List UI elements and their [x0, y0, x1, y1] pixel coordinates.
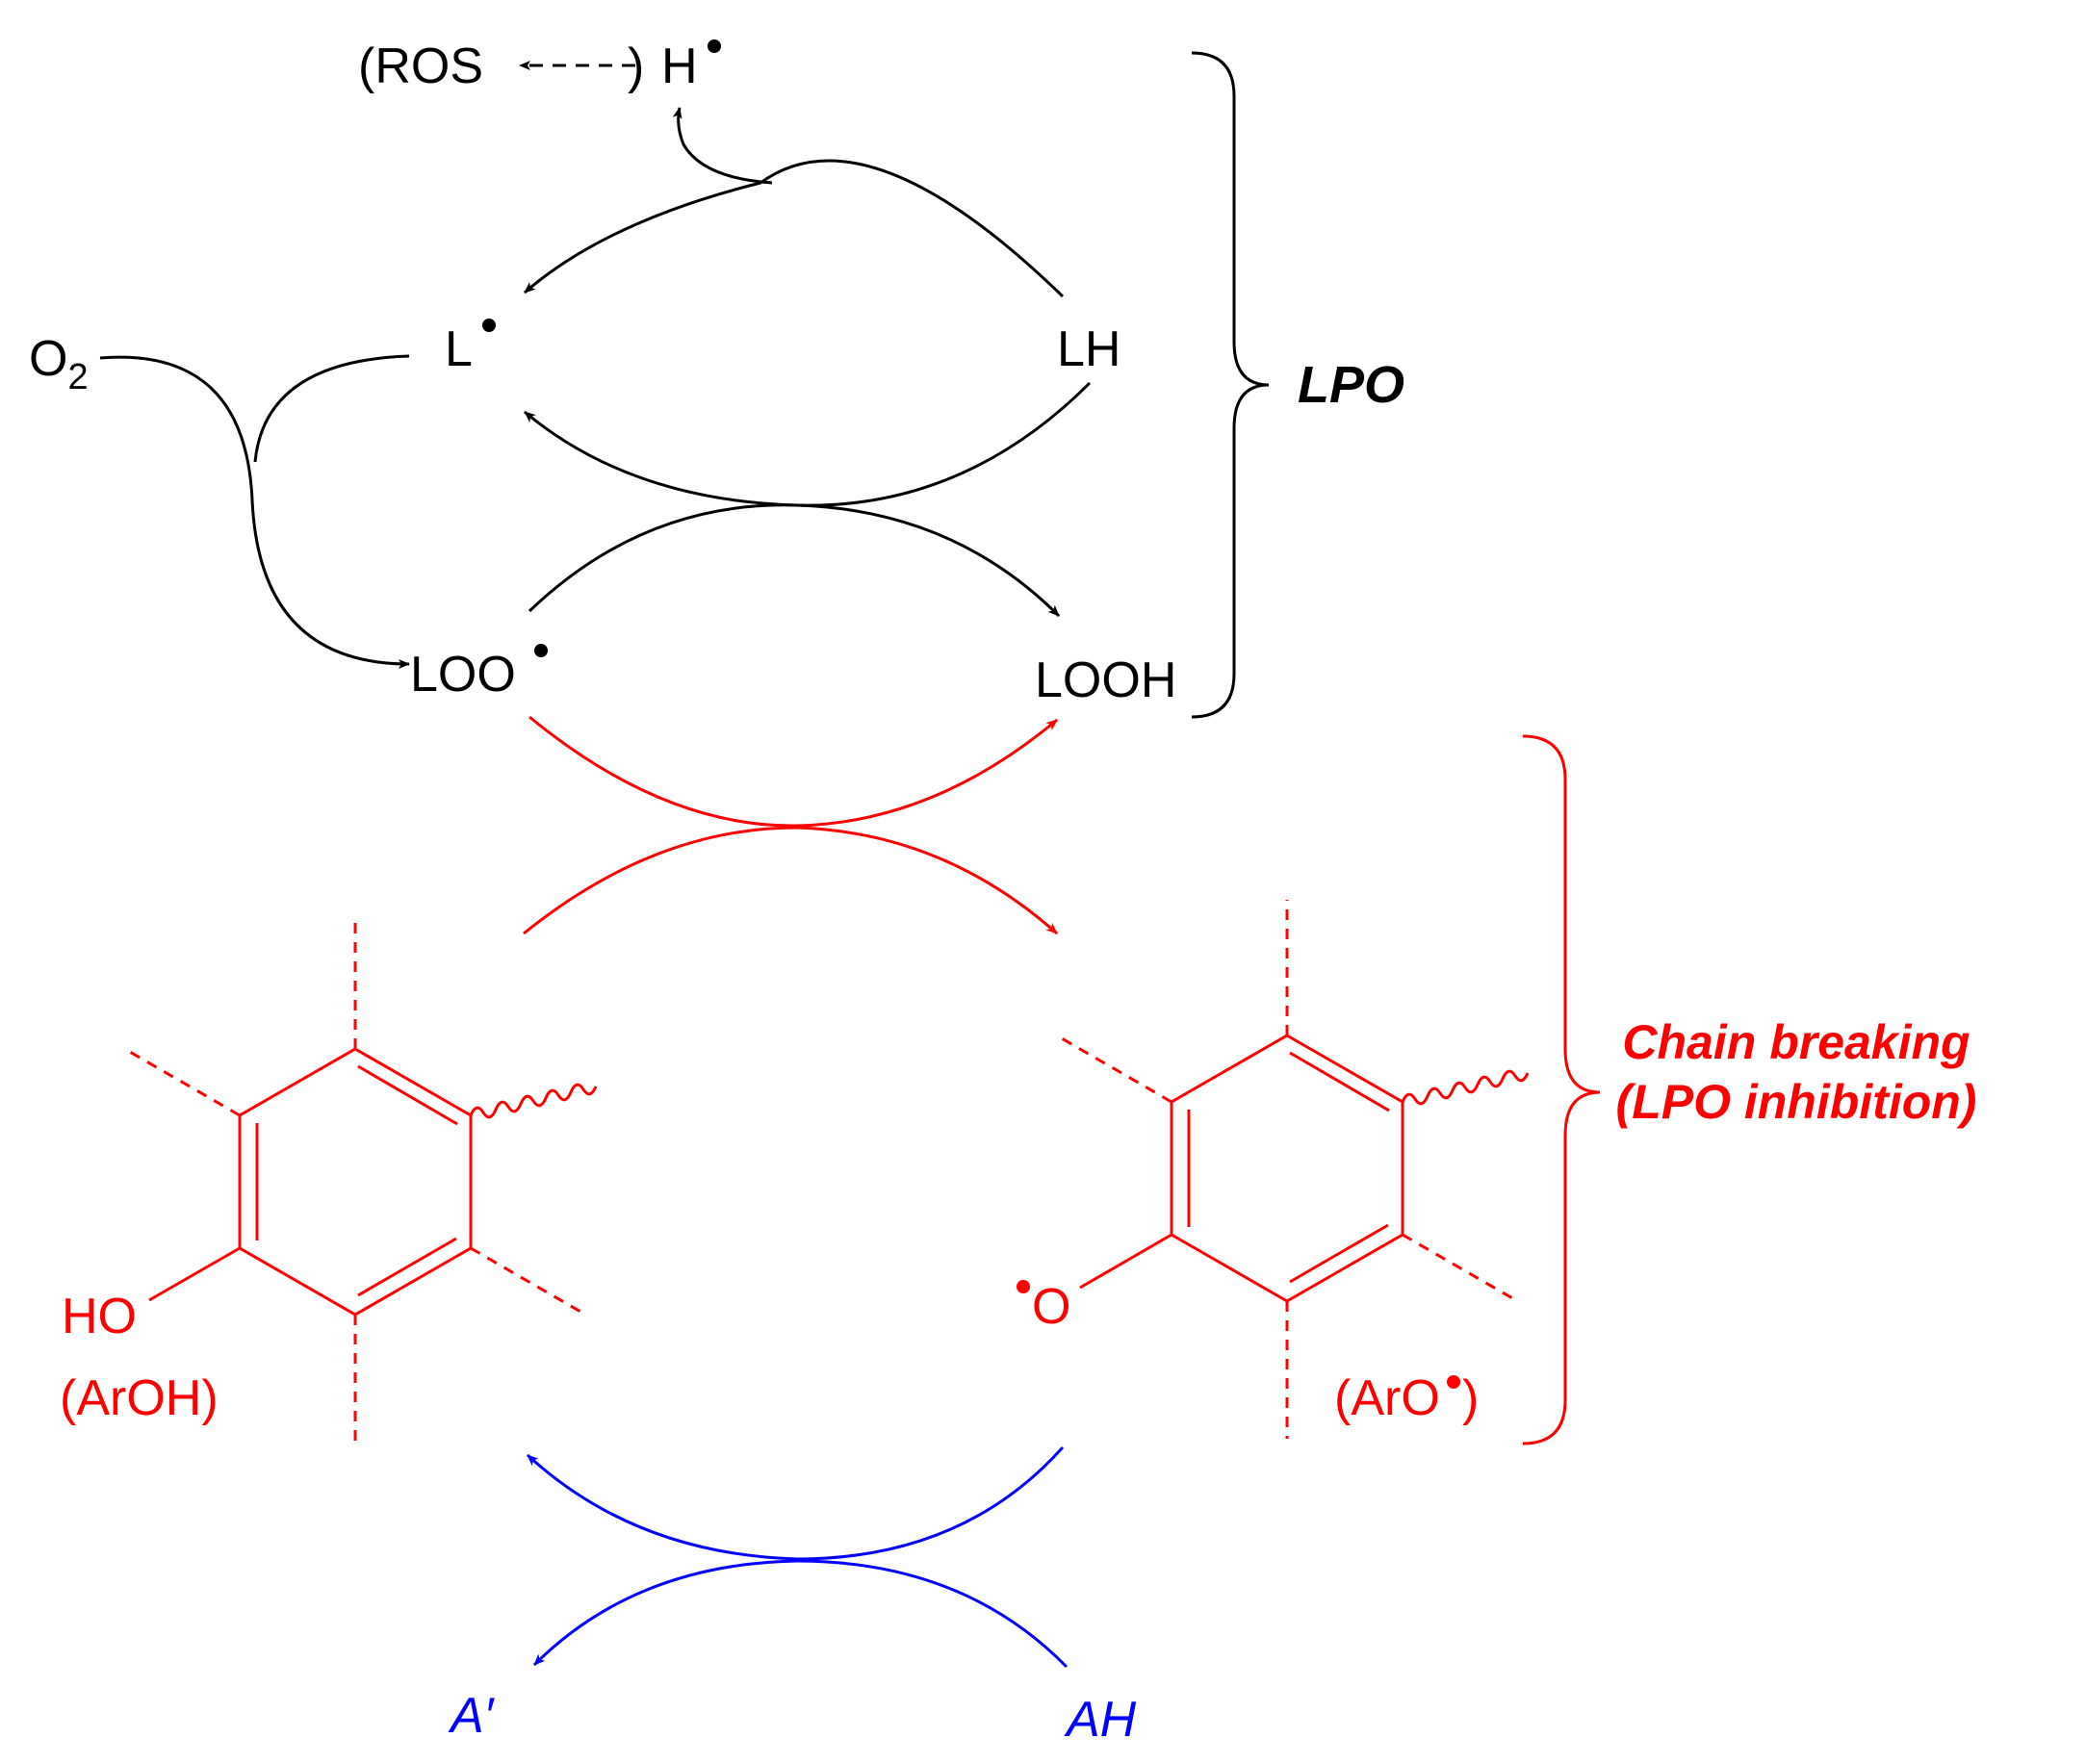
aroh-ring-double-1	[357, 1064, 458, 1126]
lpo-label: LPO	[1298, 356, 1404, 414]
o-radical-dot	[1017, 1280, 1030, 1293]
aroh-structure	[122, 914, 598, 1444]
loo-radical-label: LOO	[410, 647, 516, 703]
lpo-brace	[1191, 51, 1270, 719]
looh-label: LOOH	[1035, 652, 1176, 708]
aroh-ring	[238, 1047, 473, 1317]
o2-label: O2	[29, 331, 89, 397]
propagation-arrow-looh	[528, 503, 1061, 618]
oxygen-addition-arrow	[99, 355, 410, 669]
chain-breaking-brace	[1522, 734, 1601, 1445]
l-radical-dot	[482, 319, 496, 332]
loo-radical-dot	[534, 644, 548, 657]
aro-ring-double-1	[1289, 1051, 1390, 1112]
aro-label-close: )	[1462, 1370, 1479, 1426]
regeneration-cycle: A′ AH	[448, 1445, 1137, 1748]
aro-ring	[1170, 1034, 1404, 1303]
h-abstraction-arrow	[672, 107, 773, 185]
initiation-arrow	[524, 159, 1065, 298]
l-radical-label: L	[445, 321, 473, 377]
ah-label: AH	[1064, 1692, 1137, 1748]
o-radical-label: O	[1032, 1279, 1070, 1335]
ros-close-paren: )	[628, 38, 644, 94]
aroh-dashed-lower-right	[470, 1246, 588, 1317]
aroh-label: (ArOH)	[60, 1370, 219, 1426]
aro-radical-dot	[1447, 1375, 1460, 1389]
aroh-ring-double-2	[357, 1237, 457, 1297]
loo-to-looh-red-arrow	[528, 715, 1058, 828]
aroh-to-aro-arrow	[523, 826, 1058, 935]
chain-breaking: HO (ArOH) O (ArO ) Chain breaking (LPO i…	[60, 715, 1977, 1445]
aroh-oh-bond	[148, 1246, 241, 1302]
lpo-cycle: (ROS ) H L LH O2 LOO LOOH LPO	[29, 38, 1404, 719]
aro-ring-double-2	[1289, 1223, 1389, 1284]
aro-dashed-upper-left	[1054, 1033, 1172, 1104]
a-prime-label: A′	[448, 1688, 496, 1744]
ros-label: (ROS	[358, 38, 483, 94]
l-to-oxygen-connector	[253, 354, 410, 463]
aro-dashed-lower-right	[1402, 1233, 1520, 1304]
aro-to-aroh-arrow	[526, 1445, 1065, 1561]
aro-structure	[1054, 900, 1530, 1439]
h-radical-dot	[708, 39, 721, 53]
chain-breaking-title: Chain breaking	[1622, 1015, 1970, 1069]
chain-breaking-subtitle: (LPO inhibition)	[1616, 1075, 1977, 1129]
ah-to-a-arrow	[532, 1559, 1069, 1669]
h-radical-label: H	[661, 38, 698, 94]
aro-o-bond	[1079, 1233, 1172, 1290]
ho-label: HO	[62, 1289, 137, 1344]
aro-side-chain-wavy	[1401, 1069, 1530, 1106]
lh-label: LH	[1057, 321, 1120, 377]
propagation-arrow-lh	[524, 381, 1092, 507]
aroh-side-chain-wavy	[469, 1083, 598, 1119]
aro-label-open: (ArO	[1334, 1370, 1440, 1426]
aroh-dashed-upper-left	[122, 1046, 241, 1117]
